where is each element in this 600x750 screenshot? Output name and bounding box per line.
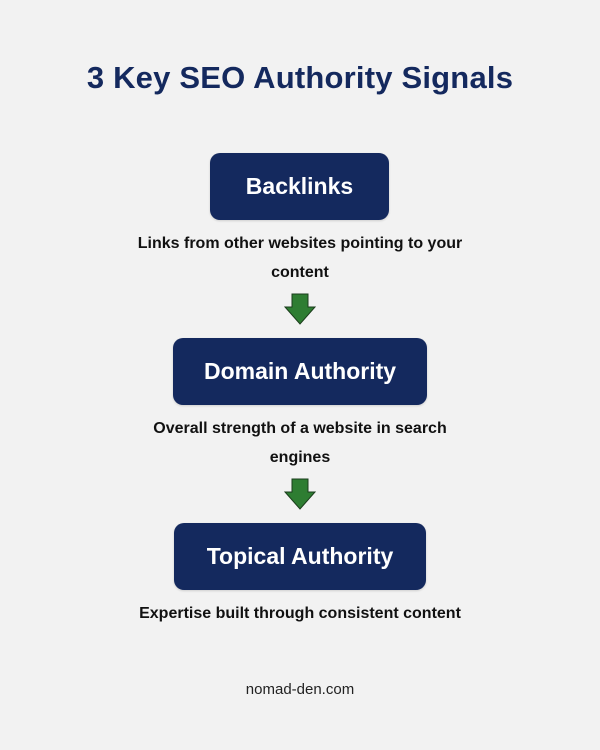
node-topical-authority: Topical Authority	[174, 523, 426, 590]
description-line: engines	[269, 449, 331, 466]
description-line: Overall strength of a website in search	[153, 420, 447, 437]
down-arrow-icon	[284, 478, 316, 510]
node-backlinks: Backlinks	[210, 153, 389, 220]
down-arrow-icon	[284, 293, 316, 325]
page-title: 3 Key SEO Authority Signals	[86, 60, 514, 95]
description-line: Links from other websites pointing to yo…	[137, 235, 463, 252]
node-label: Domain Authority	[203, 358, 397, 384]
footer-website: nomad-den.com	[245, 681, 355, 698]
node-domain-authority: Domain Authority	[173, 338, 427, 405]
description-line: Expertise built through consistent conte…	[139, 605, 461, 622]
description-topical-authority: Expertise built through consistent conte…	[100, 599, 500, 628]
description-domain-authority: Overall strength of a website in search …	[100, 414, 500, 472]
description-line: content	[271, 264, 329, 281]
description-backlinks: Links from other websites pointing to yo…	[100, 229, 500, 287]
node-label: Backlinks	[245, 173, 354, 199]
node-label: Topical Authority	[206, 543, 394, 569]
